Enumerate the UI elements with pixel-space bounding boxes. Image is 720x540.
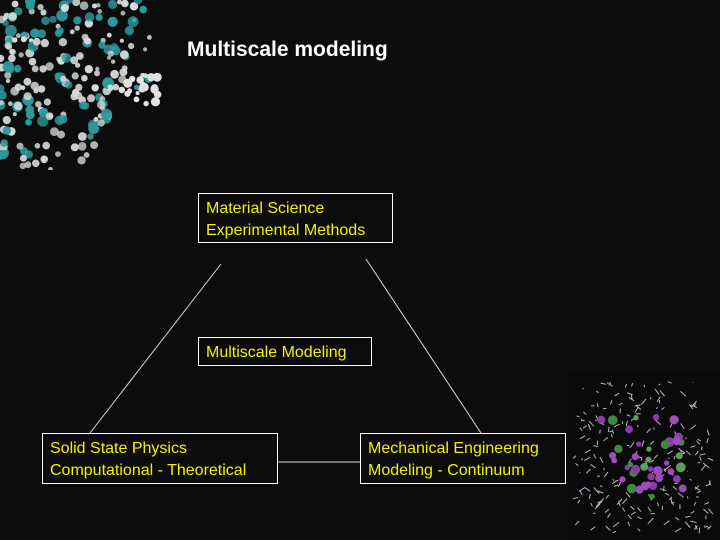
material-science-label: Material Science xyxy=(206,200,325,217)
modeling-continuum-label: Modeling - Continuum xyxy=(368,462,525,479)
material-science-box: Material Science Experimental Methods xyxy=(198,193,393,243)
connector-top-left xyxy=(89,263,222,434)
connector-top-right xyxy=(365,258,482,434)
mechanical-engineering-box: Mechanical Engineering Modeling - Contin… xyxy=(360,433,566,484)
solid-state-physics-label: Solid State Physics xyxy=(50,440,187,457)
solid-state-physics-box: Solid State Physics Computational - Theo… xyxy=(42,433,278,484)
computational-theoretical-label: Computational - Theoretical xyxy=(50,462,247,479)
atomistic-cluster-image xyxy=(0,0,170,170)
protein-structure-image xyxy=(566,372,720,540)
experimental-methods-label: Experimental Methods xyxy=(206,222,366,239)
slide-title: Multiscale modeling xyxy=(187,38,388,61)
mechanical-engineering-label: Mechanical Engineering xyxy=(368,440,539,457)
multiscale-modeling-box: Multiscale Modeling xyxy=(198,337,372,366)
multiscale-modeling-label: Multiscale Modeling xyxy=(206,344,347,361)
